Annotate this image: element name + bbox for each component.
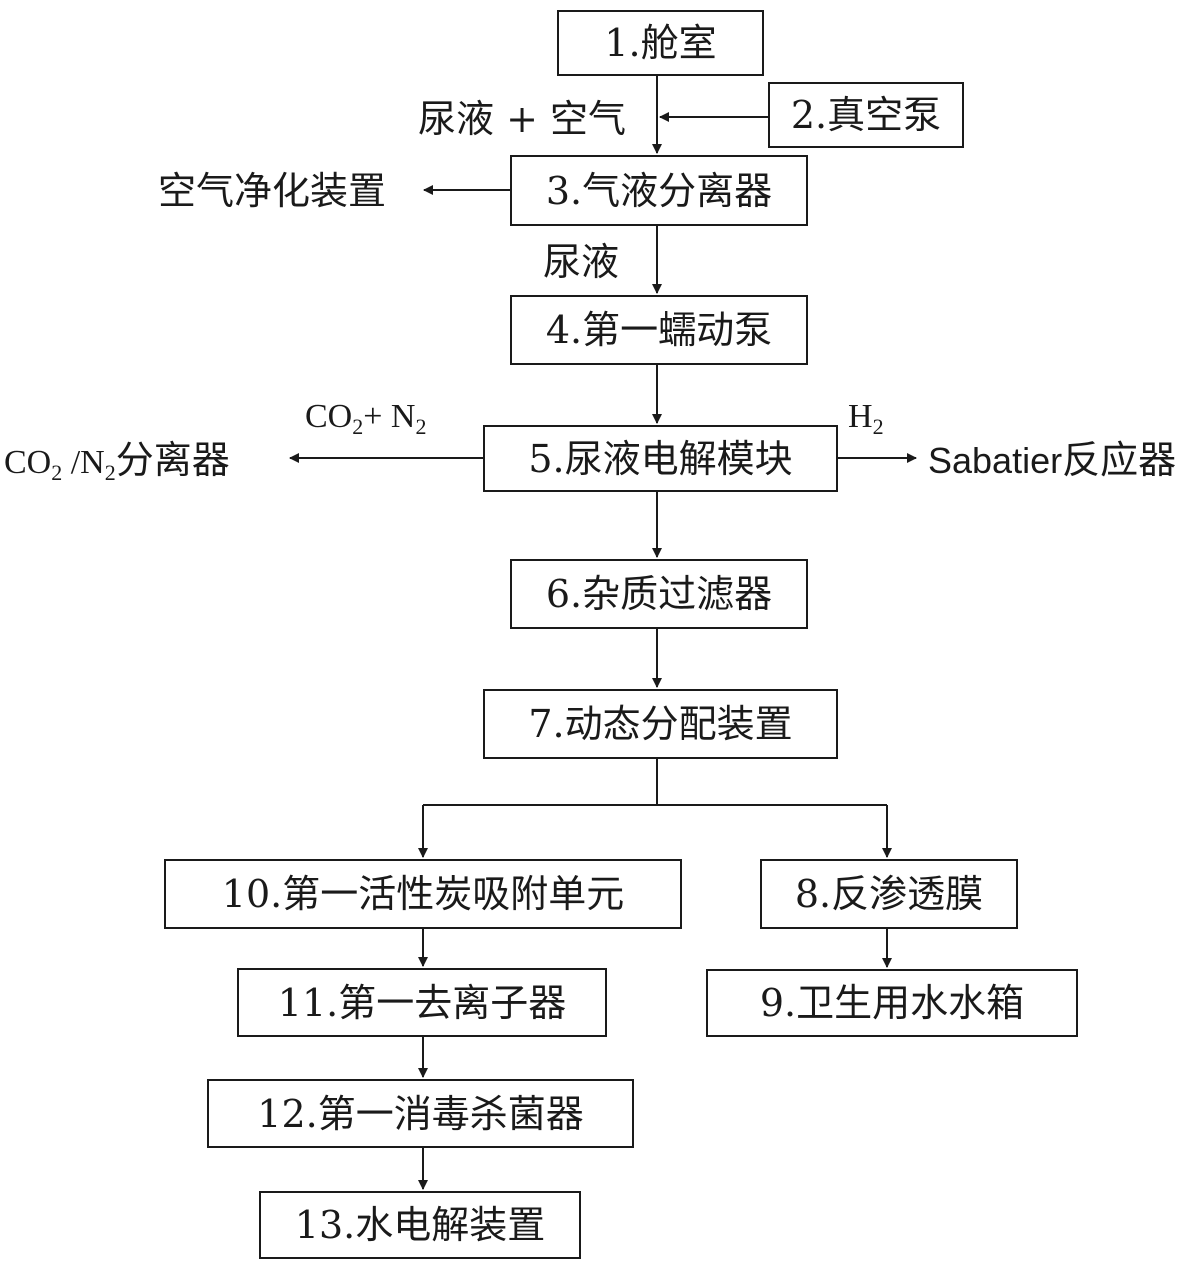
node-water-electrolysis: 13.水电解装置 (259, 1191, 581, 1259)
label-co2-n2: CO2+ N2 (305, 398, 427, 439)
node-sanitary-water-tank: 9.卫生用水水箱 (706, 969, 1078, 1037)
label-urine: 尿液 (543, 240, 620, 284)
node-vacuum-pump: 2.真空泵 (768, 82, 964, 148)
node-urine-electrolysis: 5.尿液电解模块 (483, 425, 838, 492)
node-peristaltic-pump: 4.第一蠕动泵 (510, 295, 808, 365)
label-urine-air: 尿液 + 空气 (418, 97, 626, 141)
node-impurity-filter: 6.杂质过滤器 (510, 559, 808, 629)
label-h2: H2 (848, 398, 884, 439)
node-sterilizer: 12.第一消毒杀菌器 (207, 1079, 634, 1148)
node-reverse-osmosis: 8.反渗透膜 (760, 859, 1018, 929)
label-air-purifier: 空气净化装置 (158, 169, 387, 213)
node-cabin: 1.舱室 (557, 10, 764, 76)
node-deionizer: 11.第一去离子器 (237, 968, 607, 1037)
label-sabatier-reactor: Sabatier反应器 (928, 438, 1177, 482)
node-dynamic-distributor: 7.动态分配装置 (483, 689, 838, 759)
node-activated-carbon: 10.第一活性炭吸附单元 (164, 859, 682, 929)
label-co2-n2-separator: CO2 /N2分离器 (4, 438, 230, 485)
node-gas-liquid-separator: 3.气液分离器 (510, 155, 808, 226)
